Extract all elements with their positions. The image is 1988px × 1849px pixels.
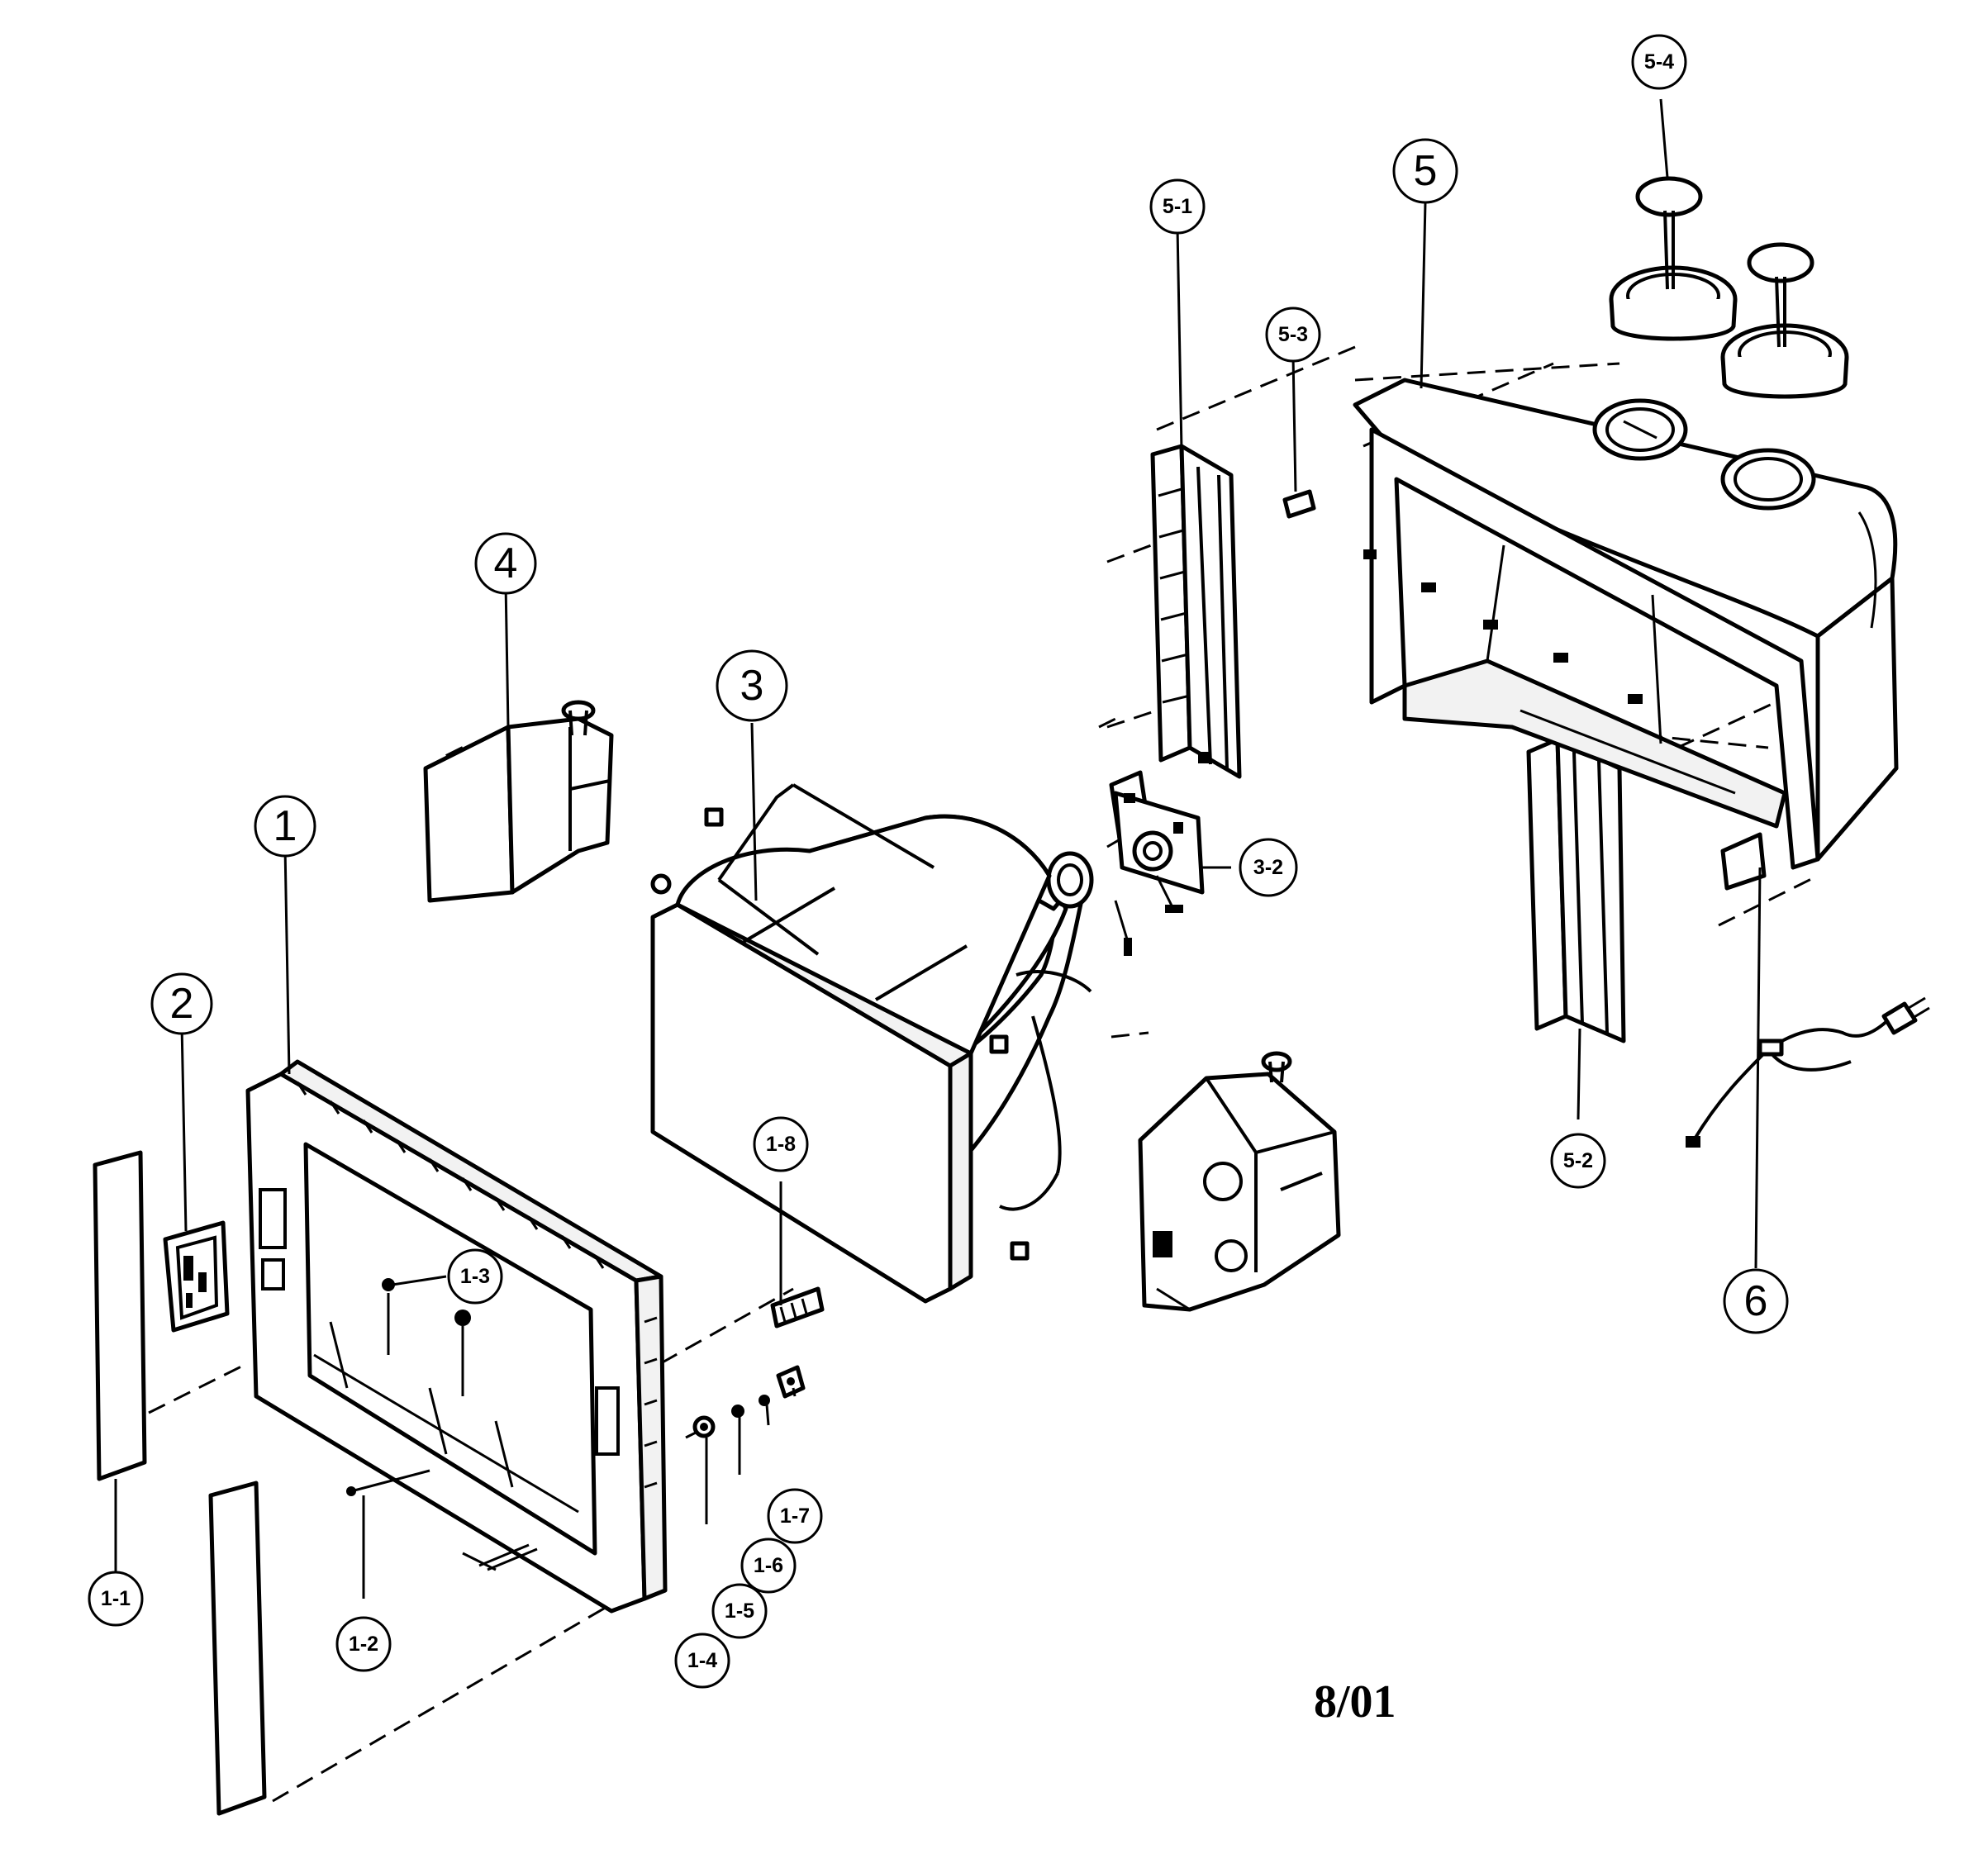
callout-1-4: 1-4 bbox=[674, 1633, 730, 1689]
callout-5-1-label: 5-1 bbox=[1163, 195, 1192, 218]
callout-4: 4 bbox=[474, 532, 537, 595]
clip-part-5-3 bbox=[1282, 489, 1316, 519]
picture-tube-part-3 bbox=[650, 783, 1094, 1304]
callout-1-1-label: 1-1 bbox=[101, 1587, 131, 1610]
power-cord-part-6 bbox=[1686, 996, 1930, 1148]
speaker-part-4 bbox=[423, 700, 614, 903]
leader-lines bbox=[114, 98, 1762, 1599]
callout-1-7: 1-7 bbox=[767, 1488, 823, 1544]
callout-1-5-label: 1-5 bbox=[725, 1599, 754, 1623]
callout-5-1: 5-1 bbox=[1149, 178, 1206, 235]
callout-6-label: 6 bbox=[1744, 1277, 1768, 1325]
speaker-right-part bbox=[1138, 1051, 1341, 1312]
small-hardware-1-4-to-1-8 bbox=[685, 1286, 825, 1439]
callout-3-2: 3-2 bbox=[1239, 838, 1298, 897]
callout-5-2: 5-2 bbox=[1550, 1133, 1606, 1189]
callout-2: 2 bbox=[150, 972, 213, 1035]
callout-3-label: 3 bbox=[740, 662, 764, 710]
knobs-part-5-4 bbox=[1609, 176, 1849, 399]
back-cabinet-part-5 bbox=[1353, 378, 1899, 891]
callout-1-3-label: 1-3 bbox=[460, 1265, 490, 1288]
front-cabinet-part-1 bbox=[245, 1059, 668, 1614]
callout-1-6-label: 1-6 bbox=[754, 1554, 783, 1577]
callout-5-3: 5-3 bbox=[1265, 307, 1321, 363]
callout-5: 5 bbox=[1392, 138, 1458, 204]
callout-1-2-label: 1-2 bbox=[349, 1633, 378, 1656]
neck-board-part-3-2 bbox=[1109, 770, 1205, 956]
control-board-part-2 bbox=[163, 1220, 230, 1333]
side-panel-part-1-1 bbox=[93, 1150, 147, 1481]
rear-bracket-part-5-1 bbox=[1150, 444, 1242, 779]
callout-1-7-label: 1-7 bbox=[780, 1504, 810, 1528]
callout-1-2: 1-2 bbox=[335, 1616, 392, 1672]
screw-part-1-2 bbox=[346, 1469, 430, 1496]
date-code: 8/01 bbox=[1314, 1676, 1396, 1728]
callout-1-8-label: 1-8 bbox=[766, 1133, 796, 1156]
callout-1-6: 1-6 bbox=[740, 1538, 797, 1594]
callout-1: 1 bbox=[254, 795, 316, 858]
callout-2-label: 2 bbox=[170, 980, 194, 1028]
side-strip-part bbox=[208, 1481, 267, 1816]
callout-1-8: 1-8 bbox=[753, 1116, 809, 1172]
callout-1-5: 1-5 bbox=[711, 1583, 768, 1639]
callout-5-label: 5 bbox=[1414, 147, 1438, 195]
callout-1-3: 1-3 bbox=[447, 1248, 503, 1305]
callout-5-4: 5-4 bbox=[1631, 34, 1687, 90]
callout-5-2-label: 5-2 bbox=[1563, 1149, 1593, 1172]
callout-3-2-label: 3-2 bbox=[1253, 856, 1283, 879]
callout-5-3-label: 5-3 bbox=[1278, 323, 1308, 346]
callout-4-label: 4 bbox=[494, 539, 518, 587]
front-cabinet-ribs bbox=[296, 1081, 605, 1269]
callout-6: 6 bbox=[1723, 1268, 1789, 1334]
rear-bracket-part-5-2 bbox=[1526, 737, 1626, 1043]
screws-part-1-3 bbox=[382, 1278, 471, 1396]
callout-1-label: 1 bbox=[273, 802, 297, 850]
callout-1-1: 1-1 bbox=[88, 1571, 144, 1627]
callout-3: 3 bbox=[716, 649, 788, 722]
callout-1-4-label: 1-4 bbox=[687, 1649, 717, 1672]
callout-5-4-label: 5-4 bbox=[1644, 50, 1674, 74]
